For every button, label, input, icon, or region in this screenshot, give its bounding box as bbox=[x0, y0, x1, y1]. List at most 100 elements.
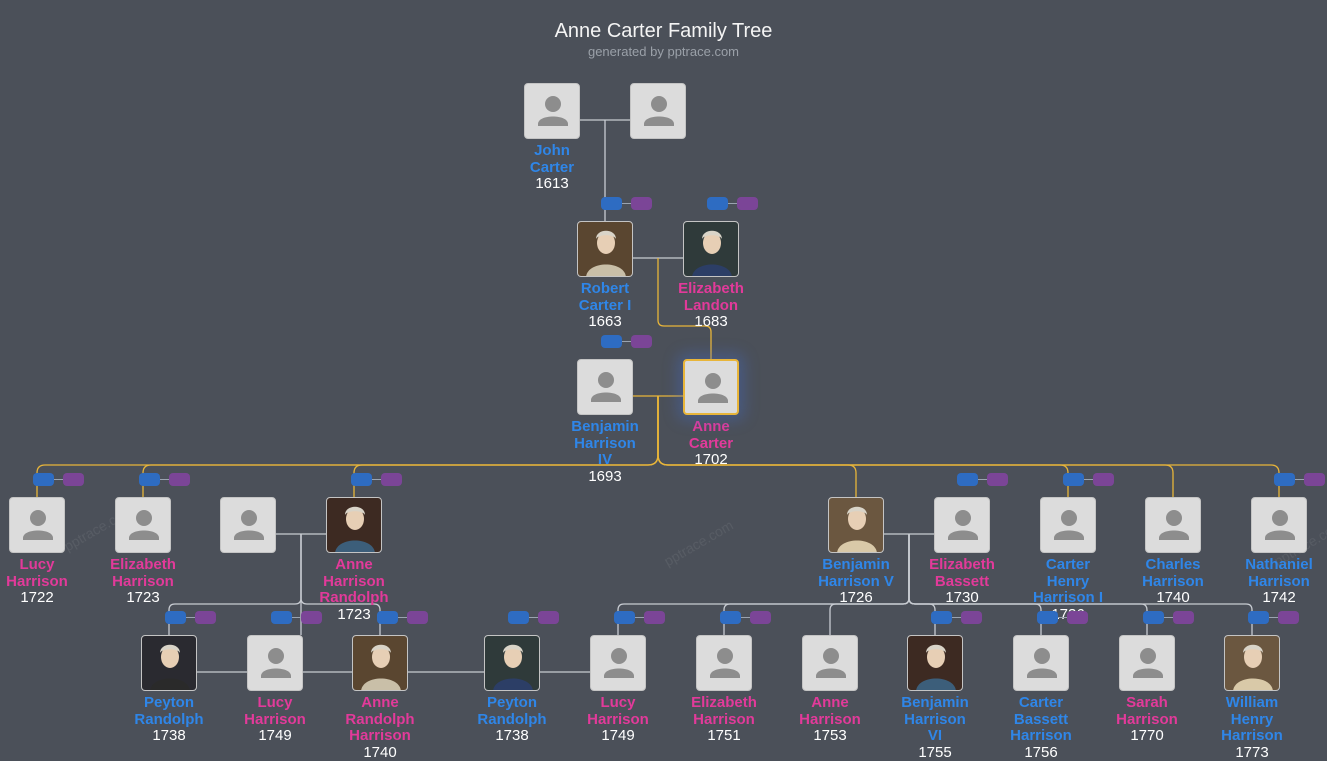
expand-parents-toggle[interactable] bbox=[1143, 611, 1164, 624]
expand-parents-toggle[interactable] bbox=[377, 611, 398, 624]
person-portrait[interactable] bbox=[484, 635, 540, 691]
person-avatar[interactable] bbox=[1251, 497, 1307, 553]
expand-spouse-toggle[interactable] bbox=[301, 611, 322, 624]
expand-parents-toggle[interactable] bbox=[1274, 473, 1295, 486]
expand-spouse-toggle[interactable] bbox=[538, 611, 559, 624]
expand-spouse-toggle[interactable] bbox=[1093, 473, 1114, 486]
expand-spouse-toggle[interactable] bbox=[63, 473, 84, 486]
expand-spouse-toggle[interactable] bbox=[1278, 611, 1299, 624]
person-avatar[interactable] bbox=[1145, 497, 1201, 553]
expand-parents-toggle[interactable] bbox=[351, 473, 372, 486]
expand-spouse-toggle[interactable] bbox=[750, 611, 771, 624]
person-avatar[interactable] bbox=[590, 635, 646, 691]
person-portrait[interactable] bbox=[828, 497, 884, 553]
expand-parents-toggle[interactable] bbox=[931, 611, 952, 624]
person-portrait[interactable] bbox=[683, 221, 739, 277]
person-portrait[interactable] bbox=[577, 221, 633, 277]
expand-parents-toggle[interactable] bbox=[957, 473, 978, 486]
person-avatar[interactable] bbox=[696, 635, 752, 691]
expand-spouse-toggle[interactable] bbox=[195, 611, 216, 624]
person-avatar[interactable] bbox=[802, 635, 858, 691]
person-avatar[interactable] bbox=[1040, 497, 1096, 553]
person-portrait[interactable] bbox=[141, 635, 197, 691]
person-portrait[interactable] bbox=[907, 635, 963, 691]
person-avatar[interactable] bbox=[115, 497, 171, 553]
expand-parents-toggle[interactable] bbox=[1037, 611, 1058, 624]
expand-parents-toggle[interactable] bbox=[707, 197, 728, 210]
expand-spouse-toggle[interactable] bbox=[631, 335, 652, 348]
person-portrait[interactable] bbox=[326, 497, 382, 553]
person-card-john-spouse[interactable] bbox=[598, 83, 718, 139]
expand-parents-toggle[interactable] bbox=[1248, 611, 1269, 624]
expand-spouse-toggle[interactable] bbox=[1067, 611, 1088, 624]
person-portrait[interactable] bbox=[352, 635, 408, 691]
person-portrait[interactable] bbox=[1224, 635, 1280, 691]
person-card-anne-spouse[interactable] bbox=[188, 497, 308, 553]
person-avatar[interactable] bbox=[577, 359, 633, 415]
expand-spouse-toggle[interactable] bbox=[407, 611, 428, 624]
expand-parents-toggle[interactable] bbox=[720, 611, 741, 624]
expand-spouse-toggle[interactable] bbox=[1173, 611, 1194, 624]
person-avatar[interactable] bbox=[247, 635, 303, 691]
person-avatar[interactable] bbox=[524, 83, 580, 139]
expand-parents-toggle[interactable] bbox=[614, 611, 635, 624]
expand-parents-toggle[interactable] bbox=[601, 197, 622, 210]
expand-spouse-toggle[interactable] bbox=[644, 611, 665, 624]
person-avatar[interactable] bbox=[1013, 635, 1069, 691]
expand-parents-toggle[interactable] bbox=[139, 473, 160, 486]
expand-parents-toggle[interactable] bbox=[33, 473, 54, 486]
expand-spouse-toggle[interactable] bbox=[381, 473, 402, 486]
expand-parents-toggle[interactable] bbox=[508, 611, 529, 624]
expand-parents-toggle[interactable] bbox=[271, 611, 292, 624]
expand-spouse-toggle[interactable] bbox=[169, 473, 190, 486]
expand-spouse-toggle[interactable] bbox=[961, 611, 982, 624]
expand-parents-toggle[interactable] bbox=[165, 611, 186, 624]
person-avatar[interactable] bbox=[934, 497, 990, 553]
expand-spouse-toggle[interactable] bbox=[631, 197, 652, 210]
expand-spouse-toggle[interactable] bbox=[737, 197, 758, 210]
expand-spouse-toggle[interactable] bbox=[1304, 473, 1325, 486]
expand-parents-toggle[interactable] bbox=[1063, 473, 1084, 486]
person-avatar[interactable] bbox=[220, 497, 276, 553]
